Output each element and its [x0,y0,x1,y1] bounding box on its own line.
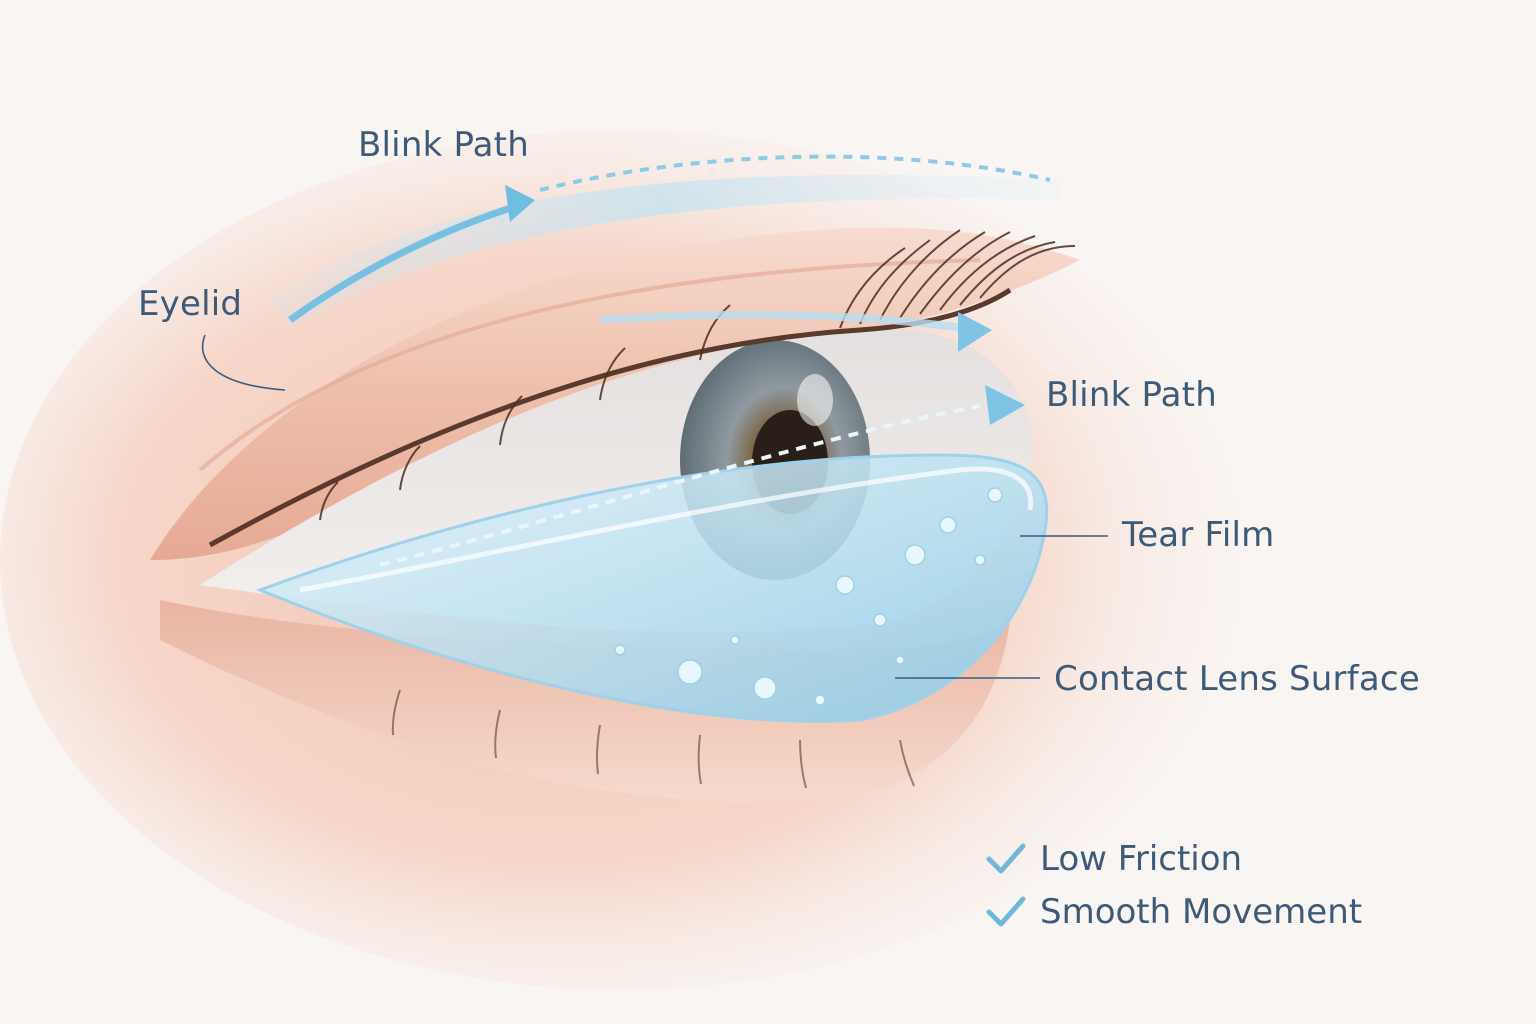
eyelid-crease [198,258,981,472]
eyelid-edge-arrow [599,310,976,334]
iris-highlight [797,374,833,426]
blink-path-middle-label: Blink Path [1046,375,1217,415]
upper-blink-band [270,175,1060,330]
blink-path-upper-arrow [287,201,522,323]
lower-eyelashes [391,689,915,789]
benefit-text: Smooth Movement [1040,892,1363,932]
tear-droplets [614,487,1003,706]
eyelid-edge-arrowhead [958,312,992,352]
eyelid-leader-line [201,334,286,391]
tear-film-layer [299,466,1034,593]
check-icon [986,896,1026,927]
benefit-smooth-movement: Smooth Movement [986,895,1362,929]
tear-film-label: Tear Film [1122,515,1275,555]
contact-lens-surface-label: Contact Lens Surface [1054,659,1420,699]
eyelid-label: Eyelid [138,284,243,324]
blink-path-upper-dashed [539,154,1051,192]
upper-eyelashes [319,229,1076,521]
blink-path-middle-arrowhead [985,385,1025,425]
contact-lens [255,453,1049,723]
benefit-low-friction: Low Friction [986,842,1242,876]
blink-path-top-label: Blink Path [358,125,529,165]
blink-path-middle-dashed [379,404,981,567]
benefit-text: Low Friction [1040,839,1243,879]
blink-path-upper-arrowhead [505,185,535,222]
check-icon [986,843,1026,874]
